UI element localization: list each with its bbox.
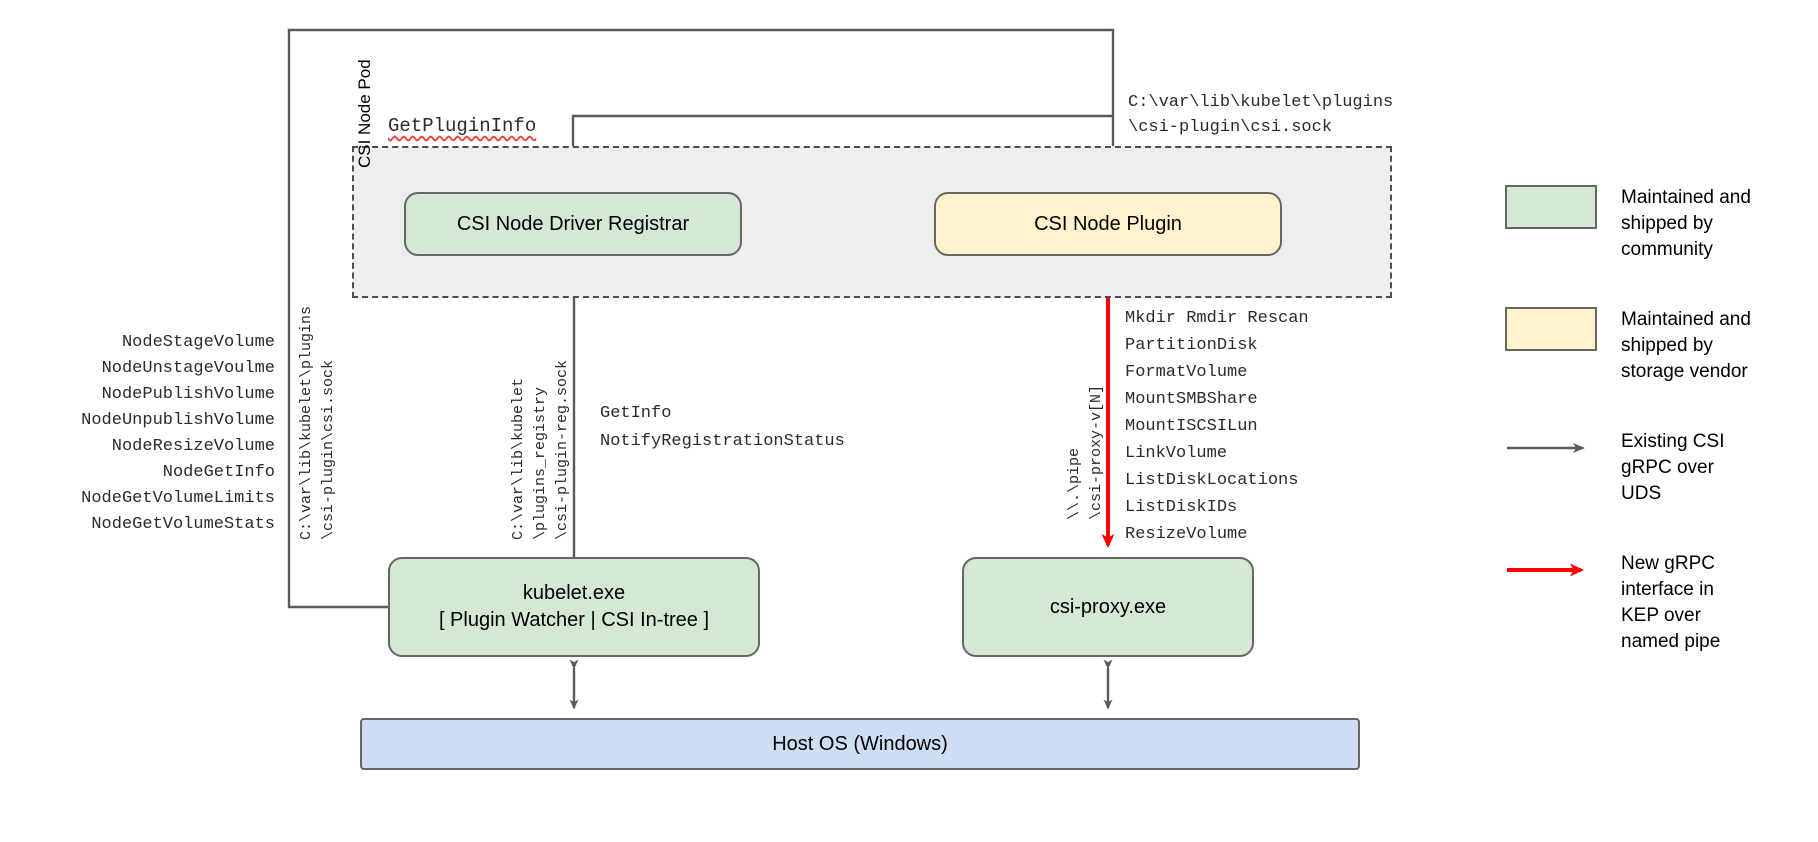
legend-label-vendor: Maintained and shipped by storage vendor — [1621, 309, 1751, 382]
label-registration-apis: GetInfo NotifyRegistrationStatus — [600, 404, 845, 451]
legend-item-community: Maintained and shipped by community — [1505, 185, 1805, 263]
legend-swatch-vendor — [1505, 307, 1597, 351]
legend-item-new-grpc: New gRPC interface in KEP over named pip… — [1505, 551, 1805, 655]
legend-item-vendor: Maintained and shipped by storage vendor — [1505, 307, 1805, 385]
legend-label-community: Maintained and shipped by community — [1621, 187, 1751, 260]
node-kubelet-exe-sublabel: [ Plugin Watcher | CSI In-tree ] — [438, 609, 710, 631]
node-csi-node-plugin-label: CSI Node Plugin — [1034, 212, 1182, 235]
node-host-os[interactable]: Host OS (Windows) — [360, 718, 1360, 770]
label-node-service-apis: NodeStageVolume NodeUnstageVoulme NodePu… — [81, 333, 275, 534]
node-csi-node-plugin[interactable]: CSI Node Plugin — [934, 192, 1282, 256]
label-csi-proxy-apis: Mkdir Rmdir Rescan PartitionDisk FormatV… — [1125, 309, 1309, 544]
label-named-pipe-path: \\.\pipe \csi-proxy-v[N] — [1066, 384, 1105, 520]
legend-label-new-grpc: New gRPC interface in KEP over named pip… — [1621, 553, 1721, 652]
node-host-os-label: Host OS (Windows) — [772, 732, 948, 755]
label-uds-plugin-socket-path: C:\var\lib\kubelet\plugins \csi-plugin\c… — [298, 305, 337, 540]
csi-node-pod-label: CSI Node Pod — [355, 59, 374, 168]
node-kubelet-exe[interactable]: kubelet.exe [ Plugin Watcher | CSI In-tr… — [388, 557, 760, 657]
node-csi-proxy-exe[interactable]: csi-proxy.exe — [962, 557, 1254, 657]
node-kubelet-exe-label: kubelet.exe — [522, 582, 626, 604]
legend-swatch-community — [1505, 185, 1597, 229]
legend-arrow-red — [1505, 559, 1597, 581]
legend-item-existing-uds: Existing CSI gRPC over UDS — [1505, 429, 1805, 507]
legend-label-existing-uds: Existing CSI gRPC over UDS — [1621, 431, 1725, 504]
legend-arrow-gray — [1505, 437, 1597, 459]
node-csi-node-driver-registrar-label: CSI Node Driver Registrar — [456, 212, 690, 235]
node-csi-proxy-exe-label: csi-proxy.exe — [1049, 595, 1167, 618]
legend: Maintained and shipped by community Main… — [1505, 185, 1805, 699]
label-plugin-socket-path: C:\var\lib\kubelet\plugins \csi-plugin\c… — [1128, 93, 1394, 137]
label-get-plugin-info: GetPluginInfo — [388, 115, 537, 137]
label-uds-registry-socket-path: C:\var\lib\kubelet \plugins_registry \cs… — [510, 359, 571, 540]
node-csi-node-driver-registrar[interactable]: CSI Node Driver Registrar — [404, 192, 742, 256]
